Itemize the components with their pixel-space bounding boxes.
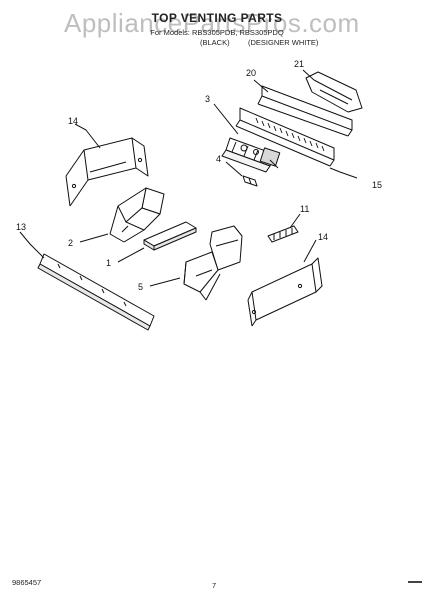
- variant-labels: (BLACK) (DESIGNER WHITE): [0, 38, 434, 50]
- leader-13: [19, 231, 45, 259]
- part-3-fan-motor[interactable]: [221, 137, 281, 173]
- part-13-rail[interactable]: [37, 253, 155, 331]
- callout-1: 1: [106, 258, 111, 268]
- leader-20: [253, 79, 269, 93]
- part-1-strip[interactable]: [143, 221, 197, 251]
- part-14-side-bracket-left[interactable]: [65, 137, 149, 207]
- callout-13: 13: [16, 222, 26, 232]
- part-21-cover-plate[interactable]: [305, 71, 363, 113]
- callout-2: 2: [68, 238, 73, 248]
- leader-1: [117, 247, 145, 263]
- callout-3: 3: [205, 94, 210, 104]
- part-15-vent-plate[interactable]: [235, 107, 335, 167]
- leader-5: [149, 277, 181, 287]
- callout-15: 15: [372, 180, 382, 190]
- page-title: TOP VENTING PARTS: [151, 11, 283, 25]
- leader-15: [329, 167, 358, 179]
- callout-14-lower: 14: [318, 232, 328, 242]
- variant-black-label: (BLACK): [200, 38, 230, 47]
- part-4-plug[interactable]: [242, 175, 258, 187]
- page-number: 7: [212, 581, 217, 590]
- part-20-bracket[interactable]: [257, 85, 353, 137]
- callout-21: 21: [294, 59, 304, 69]
- part-2-chute-duct[interactable]: [109, 187, 165, 243]
- leader-14a: [74, 123, 101, 149]
- models-line: For Models: RBS305PDB, RBS305PDQ: [150, 28, 284, 37]
- leader-11: [289, 213, 301, 229]
- footer-mark: [408, 581, 422, 583]
- part-11-comb-bracket[interactable]: [267, 225, 299, 243]
- callout-4: 4: [216, 154, 221, 164]
- leader-3: [213, 103, 239, 135]
- page-header: AppliancePartsPros.com TOP VENTING PARTS…: [0, 0, 434, 60]
- leader-14b: [303, 239, 317, 263]
- part-5-duct-housing[interactable]: [183, 225, 243, 301]
- callout-14-upper: 14: [68, 116, 78, 126]
- callout-11: 11: [300, 204, 309, 214]
- site-watermark: AppliancePartsPros.com: [64, 8, 360, 38]
- leader-4: [225, 161, 243, 177]
- callout-5: 5: [138, 282, 143, 292]
- leader-21: [302, 69, 315, 81]
- part-14-side-panel-right[interactable]: [247, 257, 323, 327]
- variant-white-label: (DESIGNER WHITE): [248, 38, 319, 47]
- part-number: 9865457: [12, 578, 42, 587]
- callout-20: 20: [246, 68, 256, 78]
- leader-2: [79, 233, 109, 243]
